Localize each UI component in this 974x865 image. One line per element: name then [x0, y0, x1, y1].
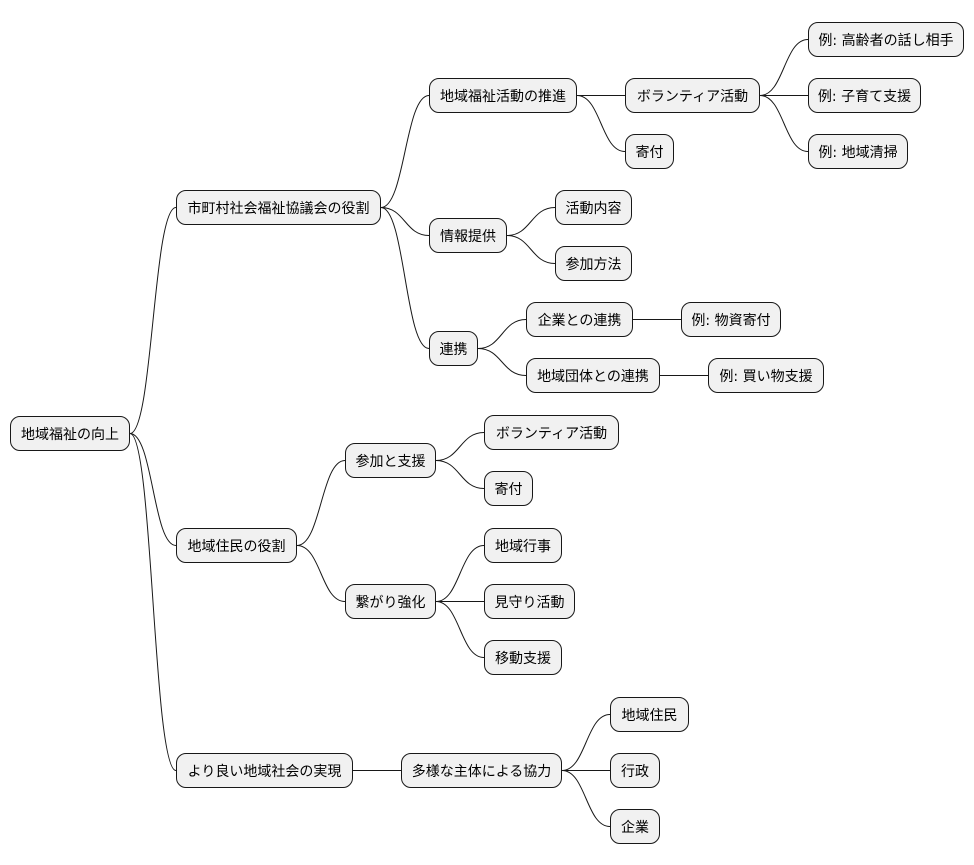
connector-connection-to-local-events — [435, 545, 485, 602]
connector-collaboration-to-companies — [561, 770, 611, 827]
node-better-society: より良い地域社会の実現 — [176, 753, 353, 788]
node-example-elderly: 例: 高齢者の話し相手 — [808, 22, 964, 57]
connector-root-to-council-role — [129, 207, 177, 434]
node-connection: 繋がり強化 — [345, 584, 436, 619]
node-council-role: 市町村社会福祉協議会の役割 — [176, 190, 381, 225]
connector-root-to-residents-role — [129, 433, 177, 546]
node-activity-content: 活動内容 — [555, 190, 632, 225]
node-local-residents: 地域住民 — [610, 697, 689, 732]
node-resident-donation: 寄付 — [484, 471, 533, 506]
connector-connection-to-mobility-support — [435, 601, 485, 658]
node-residents-role: 地域住民の役割 — [176, 528, 297, 563]
connector-volunteer-activity-to-example-cleaning — [759, 95, 809, 152]
connector-council-role-to-information — [380, 207, 430, 236]
connector-council-role-to-cooperation — [380, 207, 430, 349]
node-participation-support: 参加と支援 — [345, 443, 436, 478]
connector-information-to-participation-method — [506, 235, 556, 264]
connector-residents-role-to-connection — [296, 545, 346, 602]
connector-volunteer-activity-to-example-elderly — [759, 39, 809, 96]
connector-cooperation-to-business-cooperation — [477, 319, 527, 349]
node-participation-method: 参加方法 — [555, 246, 632, 281]
node-donation: 寄付 — [625, 134, 674, 169]
node-local-events: 地域行事 — [484, 528, 562, 563]
connector-promotion-to-donation — [576, 95, 626, 152]
node-example-goods: 例: 物資寄付 — [681, 302, 781, 337]
connector-cooperation-to-group-cooperation — [477, 348, 527, 376]
node-mobility-support: 移動支援 — [484, 640, 562, 675]
connector-participation-support-to-resident-donation — [435, 460, 485, 489]
node-resident-volunteer: ボランティア活動 — [484, 415, 619, 450]
node-cooperation: 連携 — [429, 331, 478, 366]
node-promotion: 地域福祉活動の推進 — [429, 78, 577, 113]
connector-root-to-better-society — [129, 433, 177, 771]
node-watch-activity: 見守り活動 — [484, 584, 575, 619]
node-collaboration: 多様な主体による協力 — [401, 753, 562, 788]
node-root: 地域福祉の向上 — [10, 416, 130, 451]
node-example-shopping: 例: 買い物支援 — [708, 358, 824, 393]
connector-participation-support-to-resident-volunteer — [435, 432, 485, 461]
node-example-childcare: 例: 子育て支援 — [808, 78, 921, 113]
connector-council-role-to-promotion — [380, 95, 430, 208]
node-information: 情報提供 — [429, 218, 507, 253]
node-business-cooperation: 企業との連携 — [526, 302, 633, 337]
node-government: 行政 — [610, 753, 660, 788]
node-example-cleaning: 例: 地域清掃 — [808, 134, 908, 169]
node-group-cooperation: 地域団体との連携 — [526, 358, 660, 393]
node-volunteer-activity: ボランティア活動 — [625, 78, 760, 113]
connector-residents-role-to-participation-support — [296, 460, 346, 546]
connector-information-to-activity-content — [506, 207, 556, 236]
connector-collaboration-to-local-residents — [561, 714, 611, 771]
node-companies: 企業 — [610, 809, 660, 844]
